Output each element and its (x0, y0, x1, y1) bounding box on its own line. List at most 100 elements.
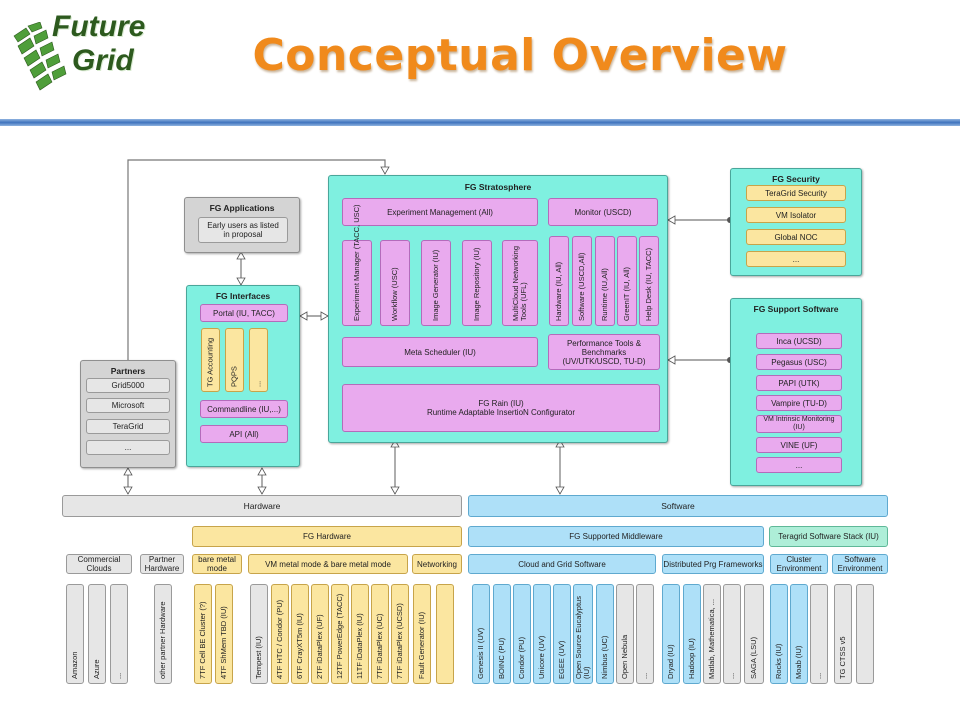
software-environment-header: Software Environment (832, 554, 888, 574)
meta-scheduler-box: Meta Scheduler (IU) (342, 337, 538, 367)
vm-col-4: 2TF iDataPlex (UF) (311, 584, 329, 684)
cloud-col-5: EGEE (UV) (553, 584, 571, 684)
partner-item-4: ... (86, 440, 170, 455)
grid-logo-icon (13, 22, 67, 91)
support-item-3: PAPI (UTK) (756, 375, 842, 391)
support-software-title: FG Support Software (753, 304, 839, 314)
vm-col-8: 7TF iDataPlex (UCSD) (391, 584, 409, 684)
fg-hardware-bar: FG Hardware (192, 526, 462, 547)
networking-col (436, 584, 454, 684)
software-bar: Software (468, 495, 888, 517)
vm-col-2: 4TF HTC / Condor (PU) (271, 584, 289, 684)
commandline-box: Commandline (IU,...) (200, 400, 288, 418)
commercial-col-3: ... (110, 584, 128, 684)
vm-metal-header: VM metal mode & bare metal mode (248, 554, 408, 574)
commercial-col-1: Amazon (66, 584, 84, 684)
partner-item-1: Grid5000 (86, 378, 170, 393)
stratosphere-tool-2: Workflow (USC) (380, 240, 410, 326)
fg-rain-box: FG Rain (IU) Runtime Adaptable InsertioN… (342, 384, 660, 432)
cloud-col-6: Open Source Eucalyptus (IU) (573, 584, 593, 684)
stratosphere-tool-4: Image Repository (IU) (462, 240, 492, 326)
future-grid-logo: Future Grid (8, 6, 148, 98)
cluster-col-2: Moab (IU) (790, 584, 808, 684)
monitor-tool-1: Hardware (IU, All) (549, 236, 569, 326)
stratosphere-tool-5: MultiCloud Networking Tools (UFL) (502, 240, 538, 326)
vm-col-1: Tempest (IU) (250, 584, 268, 684)
applications-title: FG Applications (209, 203, 275, 213)
slide-title: Conceptual Overview (252, 30, 788, 81)
cloud-col-7: Nimbus (UC) (596, 584, 614, 684)
cloud-col-2: BOINC (PU) (493, 584, 511, 684)
security-item-2: VM Isolator (746, 207, 846, 223)
networking-header: Networking (412, 554, 462, 574)
tg-accounting-box: TG Accounting (201, 328, 220, 392)
stratosphere-tool-1: Experiment Manager (TACC, USC) (342, 204, 372, 326)
cluster-col-1: Rocks (IU) (770, 584, 788, 684)
logo-line-1: Future (52, 10, 146, 43)
monitor-tool-4: GreenIT (IU, All) (617, 236, 637, 326)
logo-line-2: Grid (72, 44, 134, 77)
support-item-7: ... (756, 457, 842, 473)
vm-col-7: 7TF iDataPlex (UC) (371, 584, 389, 684)
cloud-col-9: ... (636, 584, 654, 684)
softenv-col-2 (856, 584, 874, 684)
applications-body: Early users as listed in proposal (198, 217, 288, 243)
vm-col-3: 6TF CrayXT5m (IU) (291, 584, 309, 684)
dist-col-5: SAGA (LSU) (744, 584, 764, 684)
commercial-col-2: Azure (88, 584, 106, 684)
interfaces-more-box: ... (249, 328, 268, 392)
experiment-management-box: Experiment Management (All) (342, 198, 538, 226)
support-item-1: Inca (UCSD) (756, 333, 842, 349)
monitor-tool-2: Software (USCD,All) (572, 236, 592, 326)
bare-col-2: 4TF ShMem TBD (IU) (215, 584, 233, 684)
hardware-bar: Hardware (62, 495, 462, 517)
partner-item-3: TeraGrid (86, 419, 170, 434)
bare-metal-header: bare metal mode (192, 554, 242, 574)
support-software-panel: FG Support Software (730, 298, 862, 486)
fg-rain-subtitle: Runtime Adaptable InsertioN Configurator (426, 408, 576, 417)
bare-col-1: 7TF Cell BE Cluster (?) (194, 584, 212, 684)
cluster-environment-header: Cluster Environment (770, 554, 828, 574)
vm-col-6: 11TF iDataPlex (IU) (351, 584, 369, 684)
cloud-col-1: Genesis II (UV) (472, 584, 490, 684)
fg-middleware-bar: FG Supported Middleware (468, 526, 764, 547)
teragrid-stack-bar: Teragrid Software Stack (IU) (769, 526, 888, 547)
cloud-grid-header: Cloud and Grid Software (468, 554, 656, 574)
stratosphere-tool-3: Image Generator (IU) (421, 240, 451, 326)
dist-col-3: Matlab, Mathematica, ... (703, 584, 721, 684)
dist-col-2: Hadoop (IU) (683, 584, 701, 684)
vm-col-9: Fault Generator (IU) (413, 584, 431, 684)
security-title: FG Security (772, 174, 820, 184)
partner-item-2: Microsoft (86, 398, 170, 413)
commercial-clouds-header: Commercial Clouds (66, 554, 132, 574)
monitor-tool-5: Help Desk (IU, TACC) (639, 236, 659, 326)
cluster-col-3: ... (810, 584, 828, 684)
cloud-col-4: Unicore (UV) (533, 584, 551, 684)
portal-box: Portal (IU, TACC) (200, 304, 288, 322)
dist-col-1: Dryad (IU) (662, 584, 680, 684)
cloud-col-3: Condor (PU) (513, 584, 531, 684)
dist-col-4: ... (723, 584, 741, 684)
cloud-col-8: Open Nebula (616, 584, 634, 684)
support-item-2: Pegasus (USC) (756, 354, 842, 370)
vm-col-5: 12TF PowerEdge (TACC) (331, 584, 349, 684)
api-box: API (All) (200, 425, 288, 443)
monitor-box: Monitor (USCD) (548, 198, 658, 226)
partners-title: Partners (110, 366, 146, 376)
title-divider (0, 119, 960, 126)
support-item-6: VINE (UF) (756, 437, 842, 453)
interfaces-title: FG Interfaces (215, 291, 271, 301)
security-item-3: Global NOC (746, 229, 846, 245)
stratosphere-title: FG Stratosphere (464, 182, 532, 192)
pqps-box: PQPS (225, 328, 244, 392)
monitor-tool-3: Runtime (IU,All) (595, 236, 615, 326)
fg-rain-title: FG Rain (IU) (478, 399, 524, 408)
security-item-4: ... (746, 251, 846, 267)
distributed-prg-header: Distributed Prg Frameworks (662, 554, 764, 574)
softenv-col-1: TG CTSS v5 (834, 584, 852, 684)
security-item-1: TeraGrid Security (746, 185, 846, 201)
performance-tools-box: Performance Tools & Benchmarks (UV/UTK/U… (548, 334, 660, 370)
partner-hardware-col: other partner Hardware (154, 584, 172, 684)
support-item-5: VM Intrinsic Monitoring (IU) (756, 415, 842, 433)
